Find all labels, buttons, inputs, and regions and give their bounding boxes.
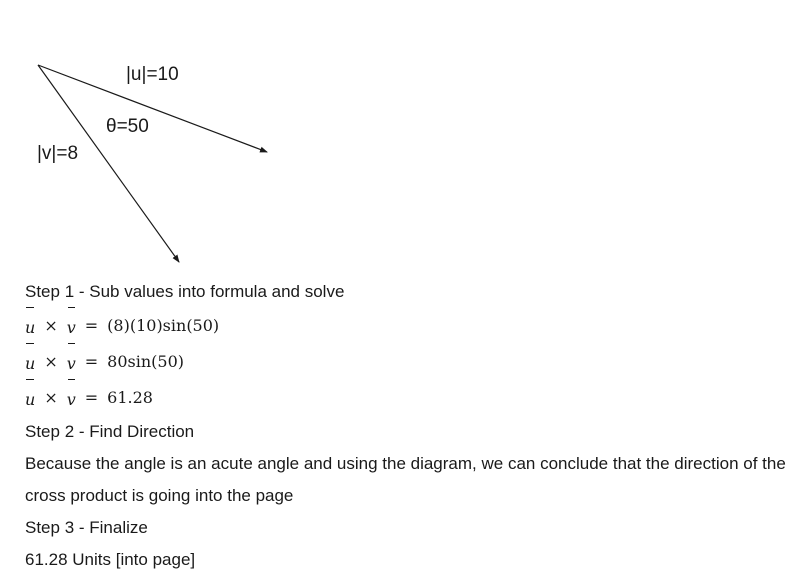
vector-v-arrow: [37, 64, 180, 263]
vector-u-symbol: u: [25, 378, 35, 418]
angle-theta-label: θ=50: [106, 116, 149, 137]
equation-2-rhs: 80sin(50): [107, 352, 185, 371]
solution-steps: Step 1 - Sub values into formula and sol…: [25, 276, 800, 576]
vector-u-symbol: u: [25, 342, 35, 382]
cross-product-symbol: ×: [44, 316, 58, 335]
step2-heading: Step 2 - Find Direction: [25, 422, 195, 441]
final-answer: 61.28 Units [into page]: [25, 550, 196, 569]
step3-heading: Step 3 - Finalize: [25, 518, 148, 537]
vector-v-symbol: v: [67, 342, 76, 382]
equation-3-rhs: 61.28: [107, 388, 153, 407]
equation-line-2: u × v = 80sin(50): [25, 342, 800, 382]
vector-u-magnitude-label: |u|=10: [126, 64, 179, 85]
step1-heading: Step 1 - Sub values into formula and sol…: [25, 282, 345, 301]
equation-line-1: u × v = (8)(10)sin(50): [25, 306, 800, 346]
vector-v-symbol: v: [67, 306, 76, 346]
equals-symbol: =: [84, 388, 99, 407]
equals-symbol: =: [84, 352, 99, 371]
vector-diagram: |u|=10 θ=50 |v|=8: [0, 0, 805, 270]
vector-v-magnitude-label: |v|=8: [37, 143, 79, 164]
step2-explanation: Because the angle is an acute angle and …: [25, 454, 786, 505]
vector-v-symbol: v: [67, 378, 76, 418]
vector-diagram-svg: [37, 64, 268, 263]
cross-product-symbol: ×: [44, 388, 58, 407]
cross-product-symbol: ×: [44, 352, 58, 371]
equation-line-3: u × v = 61.28: [25, 378, 800, 418]
equation-1-rhs: (8)(10)sin(50): [107, 316, 220, 335]
vector-u-symbol: u: [25, 306, 35, 346]
equals-symbol: =: [84, 316, 99, 335]
vector-u-arrow: [37, 64, 268, 153]
